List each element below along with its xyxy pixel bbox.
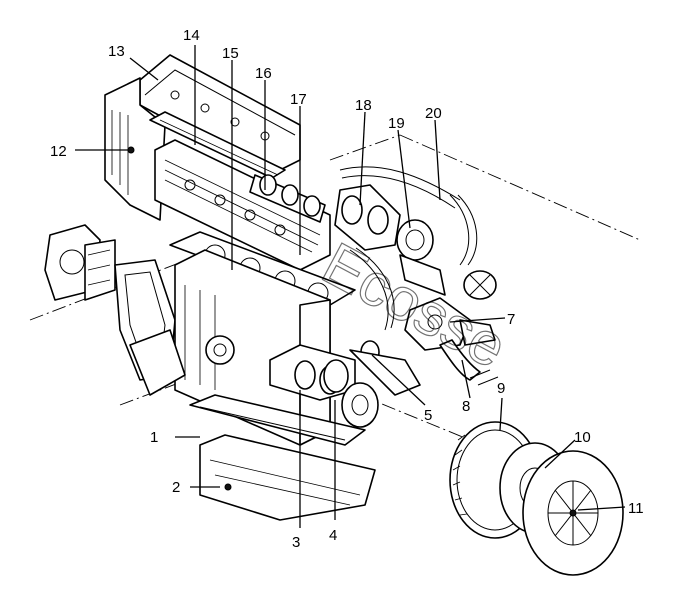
- oil-pan-gasket: [189, 394, 366, 446]
- callout-4: 4: [329, 527, 337, 544]
- callout-11: 11: [628, 500, 644, 517]
- cylinder-head: [154, 139, 331, 271]
- intake-manifold: [334, 184, 401, 251]
- oil-pan: [199, 434, 376, 521]
- distributor: [463, 270, 497, 300]
- cover-gasket: [149, 111, 286, 179]
- callout-9: 9: [497, 380, 505, 397]
- callout-13: 13: [108, 43, 125, 60]
- callout-19: 19: [388, 115, 405, 132]
- leader-lines: [75, 45, 626, 528]
- callout-5: 5: [424, 407, 432, 424]
- callout-20: 20: [425, 105, 442, 122]
- thermostat-housing: [404, 297, 496, 351]
- callout-12: 12: [50, 143, 67, 160]
- callout-16: 16: [255, 65, 272, 82]
- hose-set: [339, 166, 478, 331]
- callout-8: 8: [462, 398, 470, 415]
- water-pump-left: [44, 224, 116, 301]
- callout-14: 14: [183, 27, 200, 44]
- callout-10: 10: [574, 429, 591, 446]
- callout-15: 15: [222, 45, 239, 62]
- coolant-hose: [439, 339, 499, 386]
- callout-2: 2: [172, 479, 180, 496]
- crank-pulley: [323, 359, 379, 428]
- callout-7: 7: [507, 311, 515, 328]
- callout-labels: 1 2 3 4 5 7 8 9 10 11 12 13 14 15 16 17 …: [50, 27, 644, 551]
- callout-17: 17: [290, 91, 307, 108]
- throttle-body: [396, 219, 446, 296]
- callout-18: 18: [355, 97, 372, 114]
- callout-1: 1: [150, 429, 158, 446]
- pressure-plate: [522, 450, 624, 576]
- callout-3: 3: [292, 534, 300, 551]
- camshaft: [249, 174, 326, 223]
